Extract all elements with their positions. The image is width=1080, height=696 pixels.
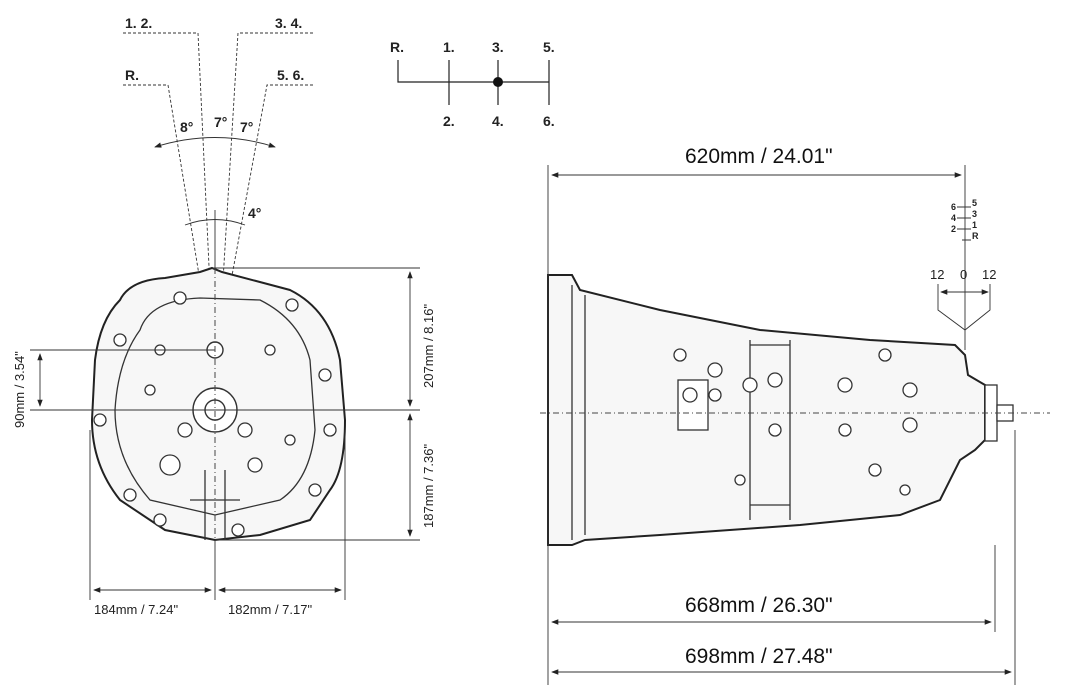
angle-4: 4° [248,205,261,221]
angle-8: 8° [180,119,193,135]
front-view [90,266,347,542]
height-upper-label: 207mm / 8.16" [421,304,436,388]
gate-label-2: 2. [443,113,455,129]
length-body-label: 668mm / 26.30" [685,594,833,617]
length-total-label: 698mm / 27.48" [685,645,833,668]
lever-position-indicator: 6 4 2 5 3 1 R 12 0 12 [930,198,996,331]
length-lever-label: 620mm / 24.01" [685,145,833,168]
gate-label-r: R. [390,39,404,55]
gate-label-4: 4. [492,113,504,129]
width-right-label: 182mm / 7.17" [228,602,312,617]
travel-zero-label: 0 [960,267,967,282]
lever-label-5-6: 5. 6. [277,67,304,83]
angle-7a: 7° [214,114,227,130]
width-left-label: 184mm / 7.24" [94,602,178,617]
neutral-dot [493,77,503,87]
lever-pos-4: 4 [951,213,956,223]
side-view [540,274,1050,546]
lever-label-1-2: 1. 2. [125,15,152,31]
lever-angle-diagram: 1. 2. 3. 4. R. 5. 6. 8° 7° 7° 4° [123,15,313,331]
angle-7b: 7° [240,119,253,135]
gate-label-1: 1. [443,39,455,55]
lever-pos-3: 3 [972,209,977,219]
lever-pos-2: 2 [951,224,956,234]
lever-pos-6: 6 [951,202,956,212]
gate-label-3: 3. [492,39,504,55]
lever-pos-r: R [972,231,979,241]
front-view-dimensions: 207mm / 8.16" 187mm / 7.36" 90mm / 3.54"… [12,255,436,617]
gate-label-5: 5. [543,39,555,55]
gate-label-6: 6. [543,113,555,129]
travel-left-label: 12 [930,267,944,282]
travel-right-label: 12 [982,267,996,282]
lever-pos-5: 5 [972,198,977,208]
lever-pos-1: 1 [972,220,977,230]
lever-label-3-4: 3. 4. [275,15,302,31]
side-view-dimensions: 620mm / 24.01" 668mm / 26.30" 698mm / 27… [547,145,1016,685]
lever-label-r: R. [125,67,139,83]
shift-gate-pattern: R. 1. 3. 5. 2. 4. 6. [390,39,555,129]
offset-label: 90mm / 3.54" [12,351,27,428]
height-lower-label: 187mm / 7.36" [421,444,436,528]
